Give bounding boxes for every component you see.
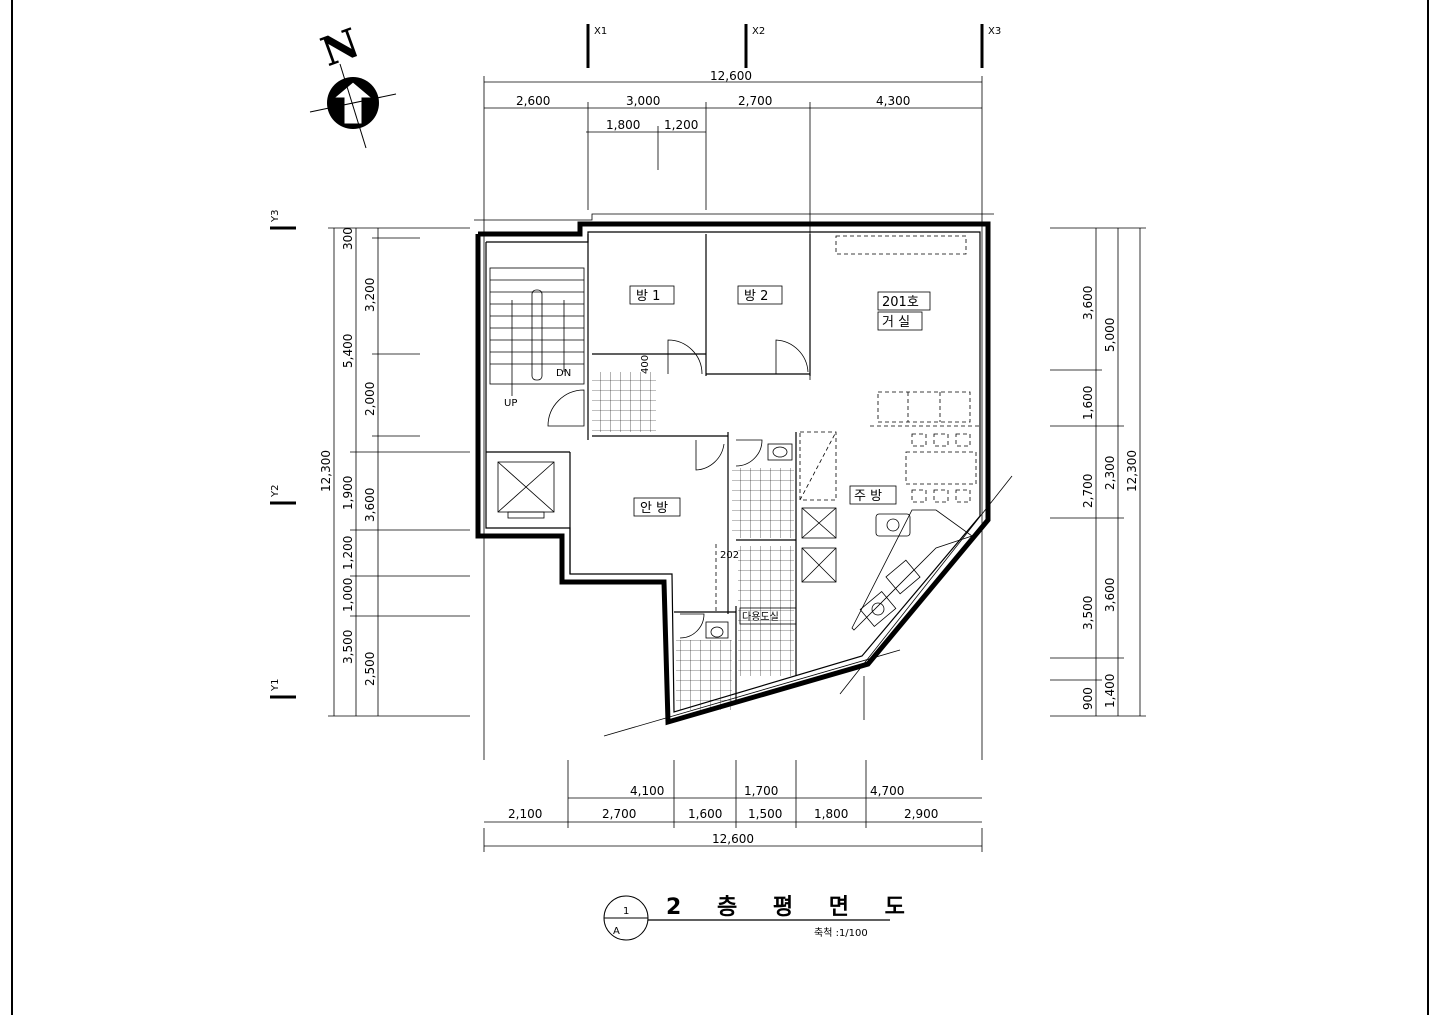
furniture <box>715 235 980 612</box>
drawing-title: 2 층 평 면 도 <box>666 895 919 920</box>
construction-lines <box>603 475 1013 737</box>
dim-left-total: 12,300 <box>319 450 333 492</box>
title-bubble-bottom: A <box>613 926 620 937</box>
dim-right-total: 12,300 <box>1125 450 1139 492</box>
dim-bot-sub-6: 2,900 <box>904 807 938 821</box>
master-bedroom-label: 안 방 <box>640 501 668 516</box>
dim-top-total: 12,600 <box>710 69 752 83</box>
dim-left-4: 1,000 <box>341 578 355 612</box>
dim-left-3: 1,200 <box>341 536 355 570</box>
dim-stair-400: 400 <box>640 355 651 374</box>
dim-left-sub-5: 2,500 <box>363 652 377 686</box>
dim-top-3: 2,700 <box>738 94 772 108</box>
unit-202-label: 202 <box>720 550 739 561</box>
dim-left-sub-3: 2,000 <box>363 382 377 416</box>
top-dimensions: 12,600 2,600 3,000 2,700 4,300 1,800 1,2… <box>483 69 983 760</box>
grid-y2-label: Y2 <box>270 485 281 498</box>
dim-left-sub-1: 300 <box>341 227 355 250</box>
dim-bot-sub-1: 2,100 <box>508 807 542 821</box>
dim-left-5: 3,500 <box>341 630 355 664</box>
grid-y3-label: Y3 <box>270 210 281 223</box>
doors <box>667 339 809 639</box>
dim-bot-3: 4,700 <box>870 784 904 798</box>
right-dimensions: 3,600 1,600 2,700 3,500 900 5,000 2,300 … <box>1050 227 1146 717</box>
dim-right-sub-4: 1,400 <box>1103 674 1117 708</box>
dim-bot-sub-5: 1,800 <box>814 807 848 821</box>
stair-dn-label: DN <box>556 368 571 379</box>
grid-x2-label: X2 <box>752 26 765 37</box>
dim-bot-2: 1,700 <box>744 784 778 798</box>
grid-y1-label: Y1 <box>270 679 281 692</box>
grid-x3-label: X3 <box>988 26 1001 37</box>
dim-right-2: 1,600 <box>1081 386 1095 420</box>
dim-left-sub-2: 3,200 <box>363 278 377 312</box>
grid-x-markers: X1 X2 X3 <box>586 24 1001 68</box>
bottom-dimensions: 4,100 1,700 4,700 2,100 2,700 1,600 1,50… <box>483 760 983 852</box>
elevator <box>497 461 555 519</box>
dim-bot-total: 12,600 <box>712 832 754 846</box>
room1-label: 방 1 <box>636 289 660 304</box>
room2-label: 방 2 <box>744 289 768 304</box>
title-block: 1 A 2 층 평 면 도 축척 :1/100 <box>603 895 919 941</box>
dim-right-3: 2,700 <box>1081 474 1095 508</box>
dim-right-sub-2: 2,300 <box>1103 456 1117 490</box>
dim-bot-sub-4: 1,500 <box>748 807 782 821</box>
left-dimensions: 12,300 5,400 1,900 1,200 1,000 3,500 300… <box>319 227 470 717</box>
fixtures <box>705 443 973 639</box>
stair-up-label: UP <box>504 398 517 409</box>
dim-bot-1: 4,100 <box>630 784 664 798</box>
bath2-tile <box>676 640 732 710</box>
unit-201-label: 201호 <box>882 295 919 310</box>
multi-tile <box>738 546 794 676</box>
utility-room-label: 다용도실 <box>742 611 779 623</box>
drawing-scale: 축척 :1/100 <box>814 927 868 939</box>
dim-top-4: 4,300 <box>876 94 910 108</box>
building-walls <box>474 213 994 726</box>
dim-right-1: 3,600 <box>1081 286 1095 320</box>
dim-left-sub-4: 3,600 <box>363 488 377 522</box>
living-room-label: 거 실 <box>882 315 910 330</box>
dim-top-sub-1: 1,800 <box>606 118 640 132</box>
dim-right-5: 900 <box>1081 687 1095 710</box>
dim-top-1: 2,600 <box>516 94 550 108</box>
stair: UP DN <box>489 267 585 427</box>
kitchen-label: 주 방 <box>854 489 882 504</box>
north-arrow-icon: N <box>309 19 397 149</box>
dim-left-1: 5,400 <box>341 334 355 368</box>
dim-right-4: 3,500 <box>1081 596 1095 630</box>
entry-tile <box>592 372 656 432</box>
north-label: N <box>315 19 365 76</box>
dim-top-2: 3,000 <box>626 94 660 108</box>
dim-right-sub-3: 3,600 <box>1103 578 1117 612</box>
interior-walls <box>486 234 811 700</box>
room-labels: 방 1 방 2 201호 거 실 안 방 주 방 다용도실 202 400 <box>629 285 931 625</box>
grid-y-markers: Y3 Y2 Y1 <box>270 210 296 699</box>
grid-x1-label: X1 <box>594 26 607 37</box>
dim-right-sub-1: 5,000 <box>1103 318 1117 352</box>
dim-top-sub-2: 1,200 <box>664 118 698 132</box>
bath1-tile <box>732 468 794 538</box>
dim-bot-sub-3: 1,600 <box>688 807 722 821</box>
title-bubble-top: 1 <box>623 906 629 917</box>
dim-left-2: 1,900 <box>341 476 355 510</box>
dim-bot-sub-2: 2,700 <box>602 807 636 821</box>
